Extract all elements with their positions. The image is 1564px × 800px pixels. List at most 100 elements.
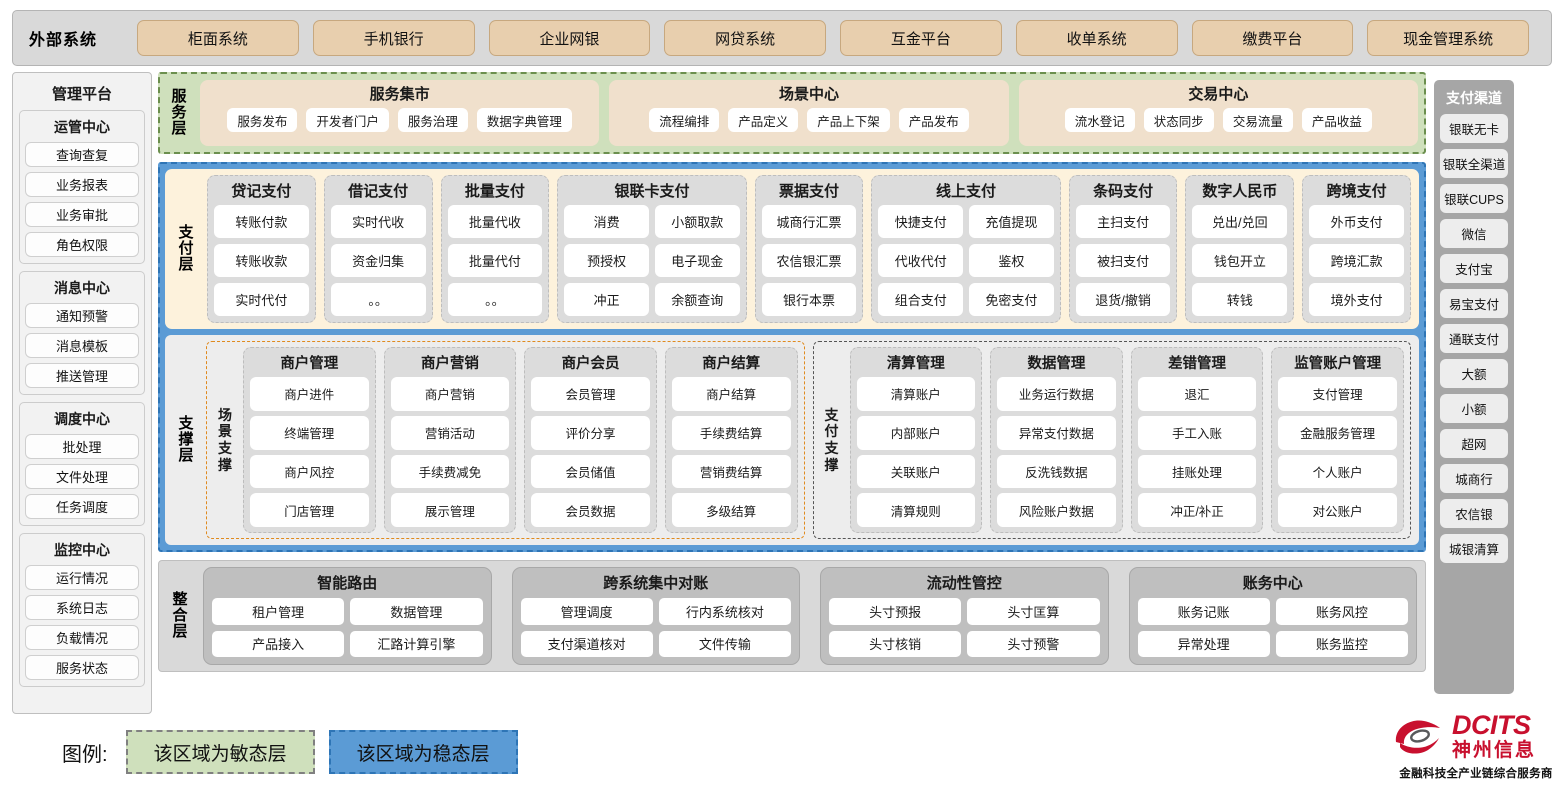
support-cell-1-1-1[interactable]: 异常支付数据 (997, 415, 1116, 450)
payment-cell-3-0-2[interactable]: 冲正 (564, 283, 649, 316)
service-chip-0-0[interactable]: 服务发布 (227, 108, 298, 132)
service-chip-1-1[interactable]: 产品定义 (728, 108, 799, 132)
management-item-0-0[interactable]: 查询查复 (25, 142, 139, 167)
integration-cell-1-2[interactable]: 支付渠道核对 (520, 630, 653, 657)
integration-cell-0-2[interactable]: 产品接入 (212, 630, 345, 657)
payment-cell-2-0-1[interactable]: 批量代付 (447, 244, 543, 277)
support-cell-0-2-3[interactable]: 会员数据 (531, 493, 650, 527)
payment-channel-item-12[interactable]: 城银清算 (1440, 534, 1508, 563)
integration-cell-0-3[interactable]: 汇路计算引擎 (350, 630, 483, 657)
payment-cell-8-0-0[interactable]: 外币支付 (1309, 205, 1404, 238)
integration-cell-1-0[interactable]: 管理调度 (520, 598, 653, 625)
payment-channel-item-1[interactable]: 银联全渠道 (1440, 149, 1508, 178)
support-cell-1-0-0[interactable]: 清算账户 (856, 377, 976, 411)
payment-channel-item-8[interactable]: 小额 (1440, 394, 1508, 423)
management-item-3-1[interactable]: 系统日志 (25, 595, 139, 620)
integration-cell-3-0[interactable]: 账务记账 (1137, 598, 1270, 625)
support-cell-1-1-0[interactable]: 业务运行数据 (997, 377, 1116, 411)
support-cell-0-3-2[interactable]: 营销费结算 (671, 454, 791, 489)
payment-cell-1-0-2[interactable]: 。。 (330, 283, 426, 316)
management-item-1-1[interactable]: 消息模板 (25, 333, 139, 358)
payment-cell-4-0-2[interactable]: 银行本票 (761, 283, 857, 316)
payment-channel-item-10[interactable]: 城商行 (1440, 464, 1508, 493)
support-cell-1-3-3[interactable]: 对公账户 (1278, 493, 1397, 527)
payment-cell-7-0-1[interactable]: 钱包开立 (1192, 244, 1288, 277)
payment-cell-7-0-2[interactable]: 转钱 (1192, 283, 1288, 316)
support-cell-1-1-2[interactable]: 反洗钱数据 (997, 454, 1116, 489)
payment-cell-4-0-0[interactable]: 城商行汇票 (761, 205, 857, 238)
integration-cell-2-0[interactable]: 头寸预报 (829, 598, 962, 625)
external-system-item-0[interactable]: 柜面系统 (137, 20, 299, 56)
payment-cell-5-1-2[interactable]: 免密支付 (969, 283, 1054, 316)
payment-cell-0-0-1[interactable]: 转账收款 (214, 244, 309, 277)
external-system-item-6[interactable]: 缴费平台 (1191, 20, 1354, 56)
support-cell-0-0-1[interactable]: 终端管理 (250, 415, 369, 450)
payment-cell-3-0-1[interactable]: 预授权 (564, 244, 649, 277)
payment-channel-item-2[interactable]: 银联CUPS (1440, 184, 1508, 213)
payment-cell-1-0-0[interactable]: 实时代收 (330, 205, 426, 238)
management-item-3-2[interactable]: 负载情况 (25, 625, 139, 650)
management-item-2-2[interactable]: 任务调度 (25, 494, 139, 519)
payment-channel-item-11[interactable]: 农信银 (1440, 499, 1508, 528)
integration-cell-2-3[interactable]: 头寸预警 (967, 630, 1100, 657)
support-cell-0-0-3[interactable]: 门店管理 (250, 493, 369, 527)
payment-cell-3-1-2[interactable]: 余额查询 (654, 283, 740, 316)
payment-channel-item-5[interactable]: 易宝支付 (1440, 289, 1508, 318)
integration-cell-2-2[interactable]: 头寸核销 (829, 630, 962, 657)
payment-channel-item-6[interactable]: 通联支付 (1440, 324, 1508, 353)
support-cell-0-1-2[interactable]: 手续费减免 (390, 454, 510, 489)
integration-cell-3-3[interactable]: 账务监控 (1275, 630, 1408, 657)
support-cell-1-2-0[interactable]: 退汇 (1137, 377, 1257, 411)
support-cell-1-0-2[interactable]: 关联账户 (856, 454, 976, 489)
support-cell-1-1-3[interactable]: 风险账户数据 (997, 493, 1116, 527)
support-cell-1-3-1[interactable]: 金融服务管理 (1278, 415, 1397, 450)
support-cell-0-1-1[interactable]: 营销活动 (390, 415, 510, 450)
payment-cell-7-0-0[interactable]: 兑出/兑回 (1192, 205, 1288, 238)
support-cell-1-3-2[interactable]: 个人账户 (1278, 454, 1397, 489)
support-cell-0-1-3[interactable]: 展示管理 (390, 493, 510, 527)
service-chip-1-3[interactable]: 产品发布 (898, 108, 969, 132)
service-chip-2-1[interactable]: 状态同步 (1143, 108, 1214, 132)
support-cell-0-3-0[interactable]: 商户结算 (671, 377, 791, 411)
integration-cell-0-1[interactable]: 数据管理 (350, 598, 483, 625)
payment-channel-item-9[interactable]: 超网 (1440, 429, 1508, 458)
external-system-item-5[interactable]: 收单系统 (1015, 20, 1178, 56)
support-cell-1-0-3[interactable]: 清算规则 (856, 493, 976, 527)
payment-cell-3-1-1[interactable]: 电子现金 (654, 244, 740, 277)
service-chip-1-2[interactable]: 产品上下架 (807, 108, 890, 132)
payment-cell-0-0-0[interactable]: 转账付款 (214, 205, 309, 238)
payment-cell-5-1-1[interactable]: 鉴权 (969, 244, 1054, 277)
external-system-item-1[interactable]: 手机银行 (312, 20, 475, 56)
payment-channel-item-7[interactable]: 大额 (1440, 359, 1508, 388)
external-system-item-2[interactable]: 企业网银 (488, 20, 651, 56)
management-item-2-0[interactable]: 批处理 (25, 434, 139, 459)
payment-cell-5-1-0[interactable]: 充值提现 (969, 205, 1054, 238)
payment-channel-item-0[interactable]: 银联无卡 (1440, 114, 1508, 143)
management-item-0-2[interactable]: 业务审批 (25, 202, 139, 227)
support-cell-0-2-2[interactable]: 会员储值 (531, 454, 650, 489)
payment-cell-0-0-2[interactable]: 实时代付 (214, 283, 309, 316)
payment-cell-8-0-1[interactable]: 跨境汇款 (1309, 244, 1404, 277)
service-chip-2-0[interactable]: 流水登记 (1064, 108, 1135, 132)
integration-cell-1-1[interactable]: 行内系统核对 (658, 598, 791, 625)
payment-cell-5-0-2[interactable]: 组合支付 (878, 283, 964, 316)
payment-cell-6-0-0[interactable]: 主扫支付 (1075, 205, 1171, 238)
external-system-item-4[interactable]: 互金平台 (840, 20, 1002, 56)
support-cell-0-3-3[interactable]: 多级结算 (671, 493, 791, 527)
support-cell-0-0-2[interactable]: 商户风控 (250, 454, 369, 489)
payment-cell-4-0-1[interactable]: 农信银汇票 (761, 244, 857, 277)
payment-cell-8-0-2[interactable]: 境外支付 (1309, 283, 1404, 316)
support-cell-0-2-1[interactable]: 评价分享 (531, 415, 650, 450)
payment-cell-5-0-0[interactable]: 快捷支付 (878, 205, 964, 238)
support-cell-1-2-1[interactable]: 手工入账 (1137, 415, 1257, 450)
external-system-item-7[interactable]: 现金管理系统 (1367, 20, 1529, 56)
payment-cell-3-1-0[interactable]: 小额取款 (654, 205, 740, 238)
payment-cell-2-0-2[interactable]: 。。 (447, 283, 543, 316)
integration-cell-1-3[interactable]: 文件传输 (658, 630, 791, 657)
management-item-0-1[interactable]: 业务报表 (25, 172, 139, 197)
support-cell-0-2-0[interactable]: 会员管理 (531, 377, 650, 411)
payment-cell-1-0-1[interactable]: 资金归集 (330, 244, 426, 277)
support-cell-1-2-3[interactable]: 冲正/补正 (1137, 493, 1257, 527)
service-chip-2-3[interactable]: 产品收益 (1301, 108, 1372, 132)
integration-cell-0-0[interactable]: 租户管理 (212, 598, 345, 625)
